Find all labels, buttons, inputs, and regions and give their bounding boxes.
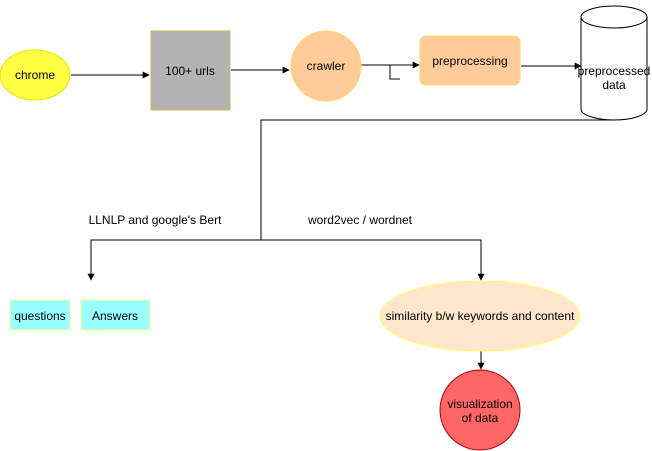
node-questions[interactable]: questions	[9, 299, 71, 331]
crawler-label: crawler	[307, 59, 346, 73]
node-preprocessed-data[interactable]: preprocessed data	[578, 5, 651, 121]
edge-crawler-stub	[389, 65, 400, 80]
crawler-shape	[290, 30, 362, 102]
chrome-label: chrome	[15, 68, 55, 82]
visualization-shape	[439, 369, 521, 451]
answers-shape	[80, 299, 151, 331]
similarity-label: similarity b/w keywords and content	[386, 309, 575, 323]
preprocessed-data-label-line1: preprocessed	[578, 64, 651, 78]
database-cylinder-shape	[580, 17, 648, 121]
node-urls[interactable]: 100+ urls	[150, 30, 231, 111]
edge-split-to-questions	[87, 239, 261, 281]
edge-label-word2vec: word2vec / wordnet	[307, 213, 413, 227]
chrome-shape	[0, 49, 71, 101]
database-cylinder-top	[580, 5, 648, 29]
preprocessing-shape	[419, 35, 521, 86]
preprocessing-label: preprocessing	[432, 54, 507, 68]
questions-label: questions	[14, 309, 65, 323]
questions-shape	[9, 299, 71, 331]
urls-label: 100+ urls	[165, 64, 215, 78]
node-visualization[interactable]: visualization of data	[439, 369, 521, 451]
preprocessed-data-label-line2: data	[602, 78, 626, 92]
node-preprocessing[interactable]: preprocessing	[419, 35, 521, 86]
urls-shape	[150, 30, 231, 111]
edge-split-to-similarity	[261, 239, 485, 281]
node-chrome[interactable]: chrome	[0, 49, 71, 101]
node-similarity[interactable]: similarity b/w keywords and content	[379, 280, 581, 352]
visualization-label-line1: visualization	[447, 397, 512, 411]
answers-label: Answers	[92, 309, 138, 323]
edge-label-bert: LLNLP and google's Bert	[89, 213, 222, 227]
node-answers[interactable]: Answers	[80, 299, 151, 331]
node-crawler[interactable]: crawler	[290, 30, 362, 102]
similarity-shape	[379, 280, 581, 352]
visualization-label-line2: of data	[462, 411, 499, 425]
